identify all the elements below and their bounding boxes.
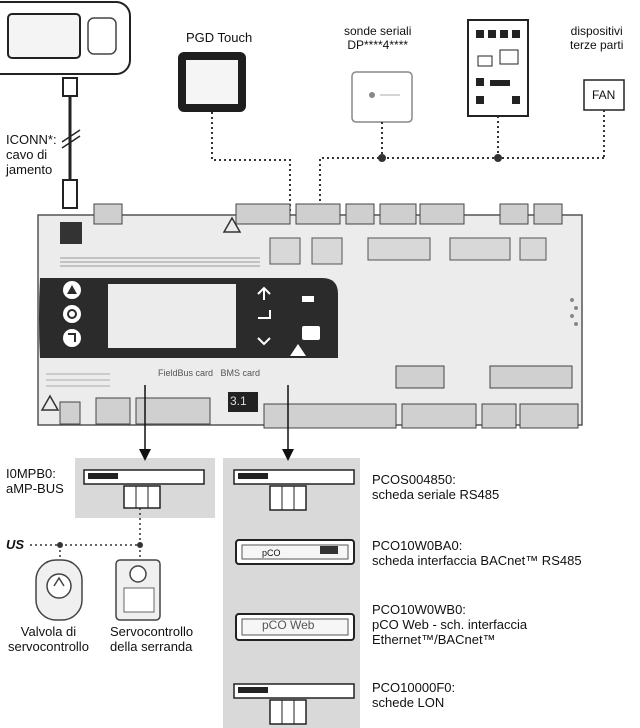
serial-probe-device bbox=[351, 71, 413, 123]
bus-node bbox=[57, 542, 63, 548]
board-pco-text: pCO bbox=[262, 548, 281, 558]
third-party-label: dispositivi terze parti bbox=[570, 24, 624, 52]
card-pco-web bbox=[235, 613, 355, 641]
bus-node bbox=[378, 154, 386, 162]
fan-label: FAN bbox=[592, 88, 616, 102]
card-bacnet-rs485 bbox=[235, 539, 355, 565]
damper-label: Servocontrollo della serranda bbox=[110, 624, 194, 654]
mpbus-line bbox=[30, 508, 141, 560]
board-web-text: pCO Web bbox=[262, 618, 315, 632]
bus-node bbox=[494, 154, 502, 162]
pgd-terminal bbox=[0, 1, 131, 75]
card4-label: PCO10000F0: schede LON bbox=[372, 680, 456, 710]
mpbus-label: I0MPB0: aMP-BUS bbox=[6, 466, 64, 496]
fieldbus-label: FieldBus card BMS card bbox=[158, 368, 261, 378]
pgd-touch-device bbox=[178, 52, 246, 112]
iconn-cable bbox=[61, 77, 81, 209]
card3-label: PCO10W0WB0: pCO Web - sch. interfaccia E… bbox=[372, 602, 528, 647]
serial-probes-label: sonde seriali DP****4**** bbox=[344, 24, 412, 52]
iconn-label: ICONN*: cavo di jamento bbox=[6, 132, 57, 177]
fan-device bbox=[583, 79, 625, 111]
serial-bus-lines bbox=[211, 110, 605, 240]
valve-device bbox=[35, 559, 83, 621]
display-value: 3.1 bbox=[230, 394, 247, 408]
io-board-device bbox=[467, 19, 529, 117]
card-rs485 bbox=[233, 469, 355, 511]
bus-tag: US bbox=[6, 537, 25, 552]
card-lon bbox=[233, 683, 355, 725]
card1-label: PCOS004850: scheda seriale RS485 bbox=[372, 472, 500, 502]
pgd-touch-label: PGD Touch bbox=[186, 30, 253, 45]
mpbus-card bbox=[83, 469, 205, 509]
bus-node bbox=[137, 542, 143, 548]
damper-device bbox=[115, 559, 161, 621]
card2-label: PCO10W0BA0: scheda interfaccia BACnet™ R… bbox=[372, 538, 582, 568]
valve-label: Valvola di servocontrollo bbox=[8, 624, 89, 654]
pco-controller bbox=[37, 203, 583, 429]
